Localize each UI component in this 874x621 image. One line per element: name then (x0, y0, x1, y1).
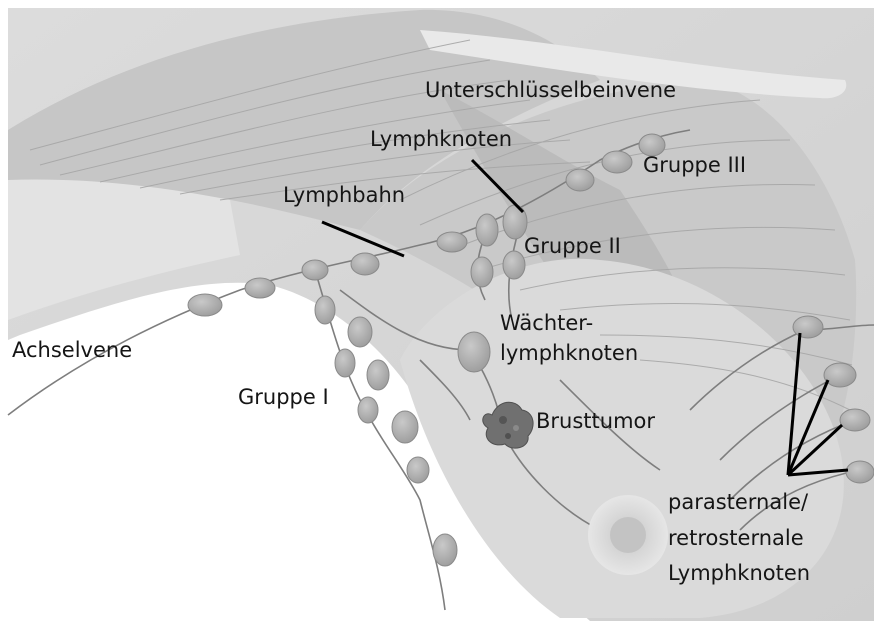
node (437, 232, 467, 252)
node (824, 363, 856, 387)
node (846, 461, 874, 483)
node (367, 360, 389, 390)
label-sentinel-2: lymphknoten (500, 341, 638, 365)
label-sentinel-1: Wächter- (500, 311, 593, 335)
node (433, 534, 457, 566)
node (335, 349, 355, 377)
label-parasternal-2: retrosternale (668, 526, 804, 550)
label-group-3: Gruppe III (643, 153, 746, 177)
node (840, 409, 870, 431)
node (351, 253, 379, 275)
label-group-1: Gruppe I (238, 385, 329, 409)
label-lymph-nodes: Lymphknoten (370, 127, 512, 151)
node (245, 278, 275, 298)
node (793, 316, 823, 338)
node (566, 169, 594, 191)
label-subclavian-vein: Unterschlüsselbeinvene (425, 78, 676, 102)
node (348, 317, 372, 347)
nipple (610, 517, 646, 553)
node (302, 260, 328, 280)
label-parasternal-1: parasternale/ (668, 490, 809, 514)
node (602, 151, 632, 173)
node (358, 397, 378, 423)
label-breast-tumor: Brusttumor (536, 409, 655, 433)
label-axillary-vein: Achselvene (12, 338, 132, 362)
node (315, 296, 335, 324)
node (392, 411, 418, 443)
sentinel-node (458, 332, 490, 372)
node (471, 257, 493, 287)
node (407, 457, 429, 483)
node (503, 251, 525, 279)
node (188, 294, 222, 316)
label-parasternal-3: Lymphknoten (668, 561, 810, 585)
label-group-2: Gruppe II (524, 234, 621, 258)
label-lymph-vessel: Lymphbahn (283, 183, 405, 207)
node (476, 214, 498, 246)
